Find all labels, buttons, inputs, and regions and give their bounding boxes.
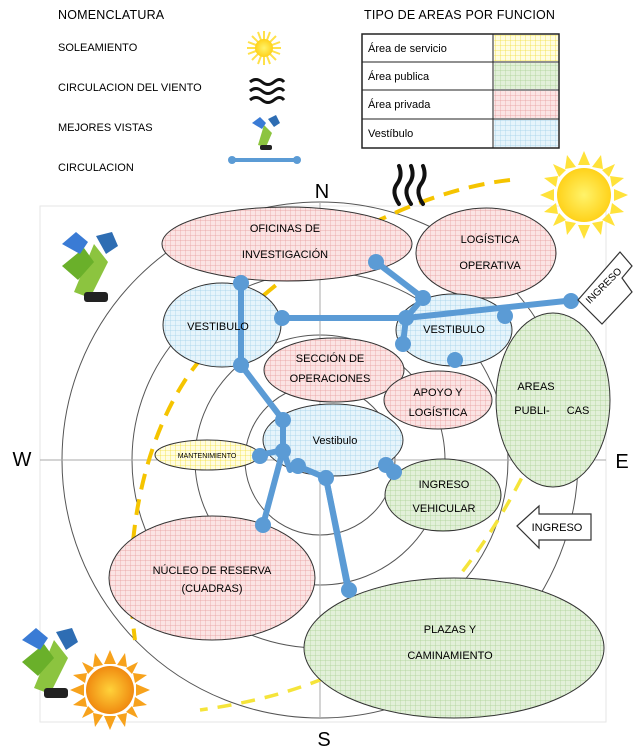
label-publicas-3: CAS — [567, 405, 590, 417]
circulation-nodes — [233, 254, 579, 598]
circulation-node — [233, 357, 249, 373]
label-logistica-1: LOGÍSTICA — [461, 233, 520, 246]
label-ingreso-vehicular-2: VEHICULAR — [413, 503, 476, 515]
swatch-publica — [494, 63, 558, 89]
sun-icon — [540, 151, 628, 239]
circulation-node — [274, 310, 290, 326]
circulation-node — [255, 517, 271, 533]
label-plazas-2: CAMINAMIENTO — [407, 650, 493, 662]
north-label: N — [315, 181, 329, 203]
circulation-node — [415, 290, 431, 306]
label-oficinas-2: INVESTIGACIÓN — [242, 248, 328, 261]
area-types-table — [361, 33, 560, 149]
swatch-vestibulo — [494, 120, 558, 147]
swatch-servicio — [494, 35, 558, 61]
ingreso-arrow-top — [577, 251, 633, 325]
area-type-privada: Área privada — [368, 98, 431, 111]
legend-item-soleamiento: SOLEAMIENTO — [58, 42, 138, 54]
area-nucleo-reserva — [108, 515, 316, 641]
wind-icon — [392, 164, 427, 206]
west-label: W — [13, 449, 32, 471]
label-oficinas-1: OFICINAS DE — [250, 223, 320, 235]
area-apoyo-logistica — [383, 370, 493, 430]
label-ingreso-vehicular-1: INGRESO — [419, 479, 470, 491]
area-seccion-operaciones — [263, 337, 405, 403]
area-ingreso-vehicular — [384, 458, 502, 532]
label-apoyo-2: LOGÍSTICA — [409, 406, 468, 419]
circulation-node — [386, 464, 402, 480]
circulation-node — [368, 254, 384, 270]
thumbs-up-icon — [22, 628, 78, 698]
label-apoyo-1: APOYO Y — [413, 387, 463, 399]
circulation-node — [275, 412, 291, 428]
area-logistica-operativa — [415, 207, 557, 299]
sun-icon — [70, 650, 150, 730]
area-type-vestibulo: Vestíbulo — [368, 128, 413, 140]
label-vestibulo-right: VESTIBULO — [423, 324, 485, 336]
label-nucleo-2: (CUADRAS) — [181, 583, 242, 595]
label-publicas-1: AREAS — [517, 381, 554, 393]
area-publicas — [495, 312, 611, 488]
label-mantenimiento: MANTENIMIENTO — [178, 453, 237, 460]
thumbs-up-icon — [62, 232, 118, 302]
east-label: E — [615, 451, 628, 473]
sun-path-east — [199, 319, 577, 712]
area-type-publica: Área publica — [368, 70, 430, 83]
area-plazas-caminamiento — [303, 577, 605, 719]
area-type-servicio: Área de servicio — [368, 42, 447, 55]
south-label: S — [317, 729, 330, 751]
ingreso-bottom-label: INGRESO — [532, 522, 583, 534]
legend-item-circulacion: CIRCULACION — [58, 162, 134, 174]
circulation-node — [252, 448, 268, 464]
circulation-node — [395, 336, 411, 352]
circulation-line-icon — [228, 156, 301, 164]
label-operaciones-1: SECCIÓN DE — [296, 352, 364, 365]
ingreso-arrow-bottom — [516, 504, 592, 550]
legend-item-vistas: MEJORES VISTAS — [58, 122, 153, 134]
label-vestibulo-left: VESTIBULO — [187, 321, 249, 333]
legend-item-viento: CIRCULACION DEL VIENTO — [58, 82, 202, 94]
sun-icon — [247, 31, 281, 65]
circulation-node — [341, 582, 357, 598]
area-oficinas-investigacion — [161, 206, 413, 282]
wind-icon — [249, 78, 286, 104]
thumbs-up-icon — [252, 115, 280, 150]
label-vestibulo-center: Vestibulo — [313, 435, 358, 447]
site-boundary — [39, 205, 607, 723]
circulation-node — [275, 443, 291, 459]
swatch-privada — [494, 91, 558, 118]
legend-title: NOMENCLATURA — [58, 8, 165, 22]
circulation-node — [447, 352, 463, 368]
label-publicas-2: PUBLI- — [514, 405, 550, 417]
circulation-node — [318, 470, 334, 486]
circulation-node — [497, 308, 513, 324]
circulation-node — [563, 293, 579, 309]
circulation-node — [398, 310, 414, 326]
label-plazas-1: PLAZAS Y — [424, 624, 477, 636]
circulation-node — [290, 458, 306, 474]
label-operaciones-2: OPERACIONES — [290, 373, 371, 385]
label-nucleo-1: NÚCLEO DE RESERVA — [153, 564, 272, 577]
label-logistica-2: OPERATIVA — [459, 260, 521, 272]
circulation-node — [233, 275, 249, 291]
area-types-title: TIPO DE AREAS POR FUNCION — [364, 8, 555, 22]
